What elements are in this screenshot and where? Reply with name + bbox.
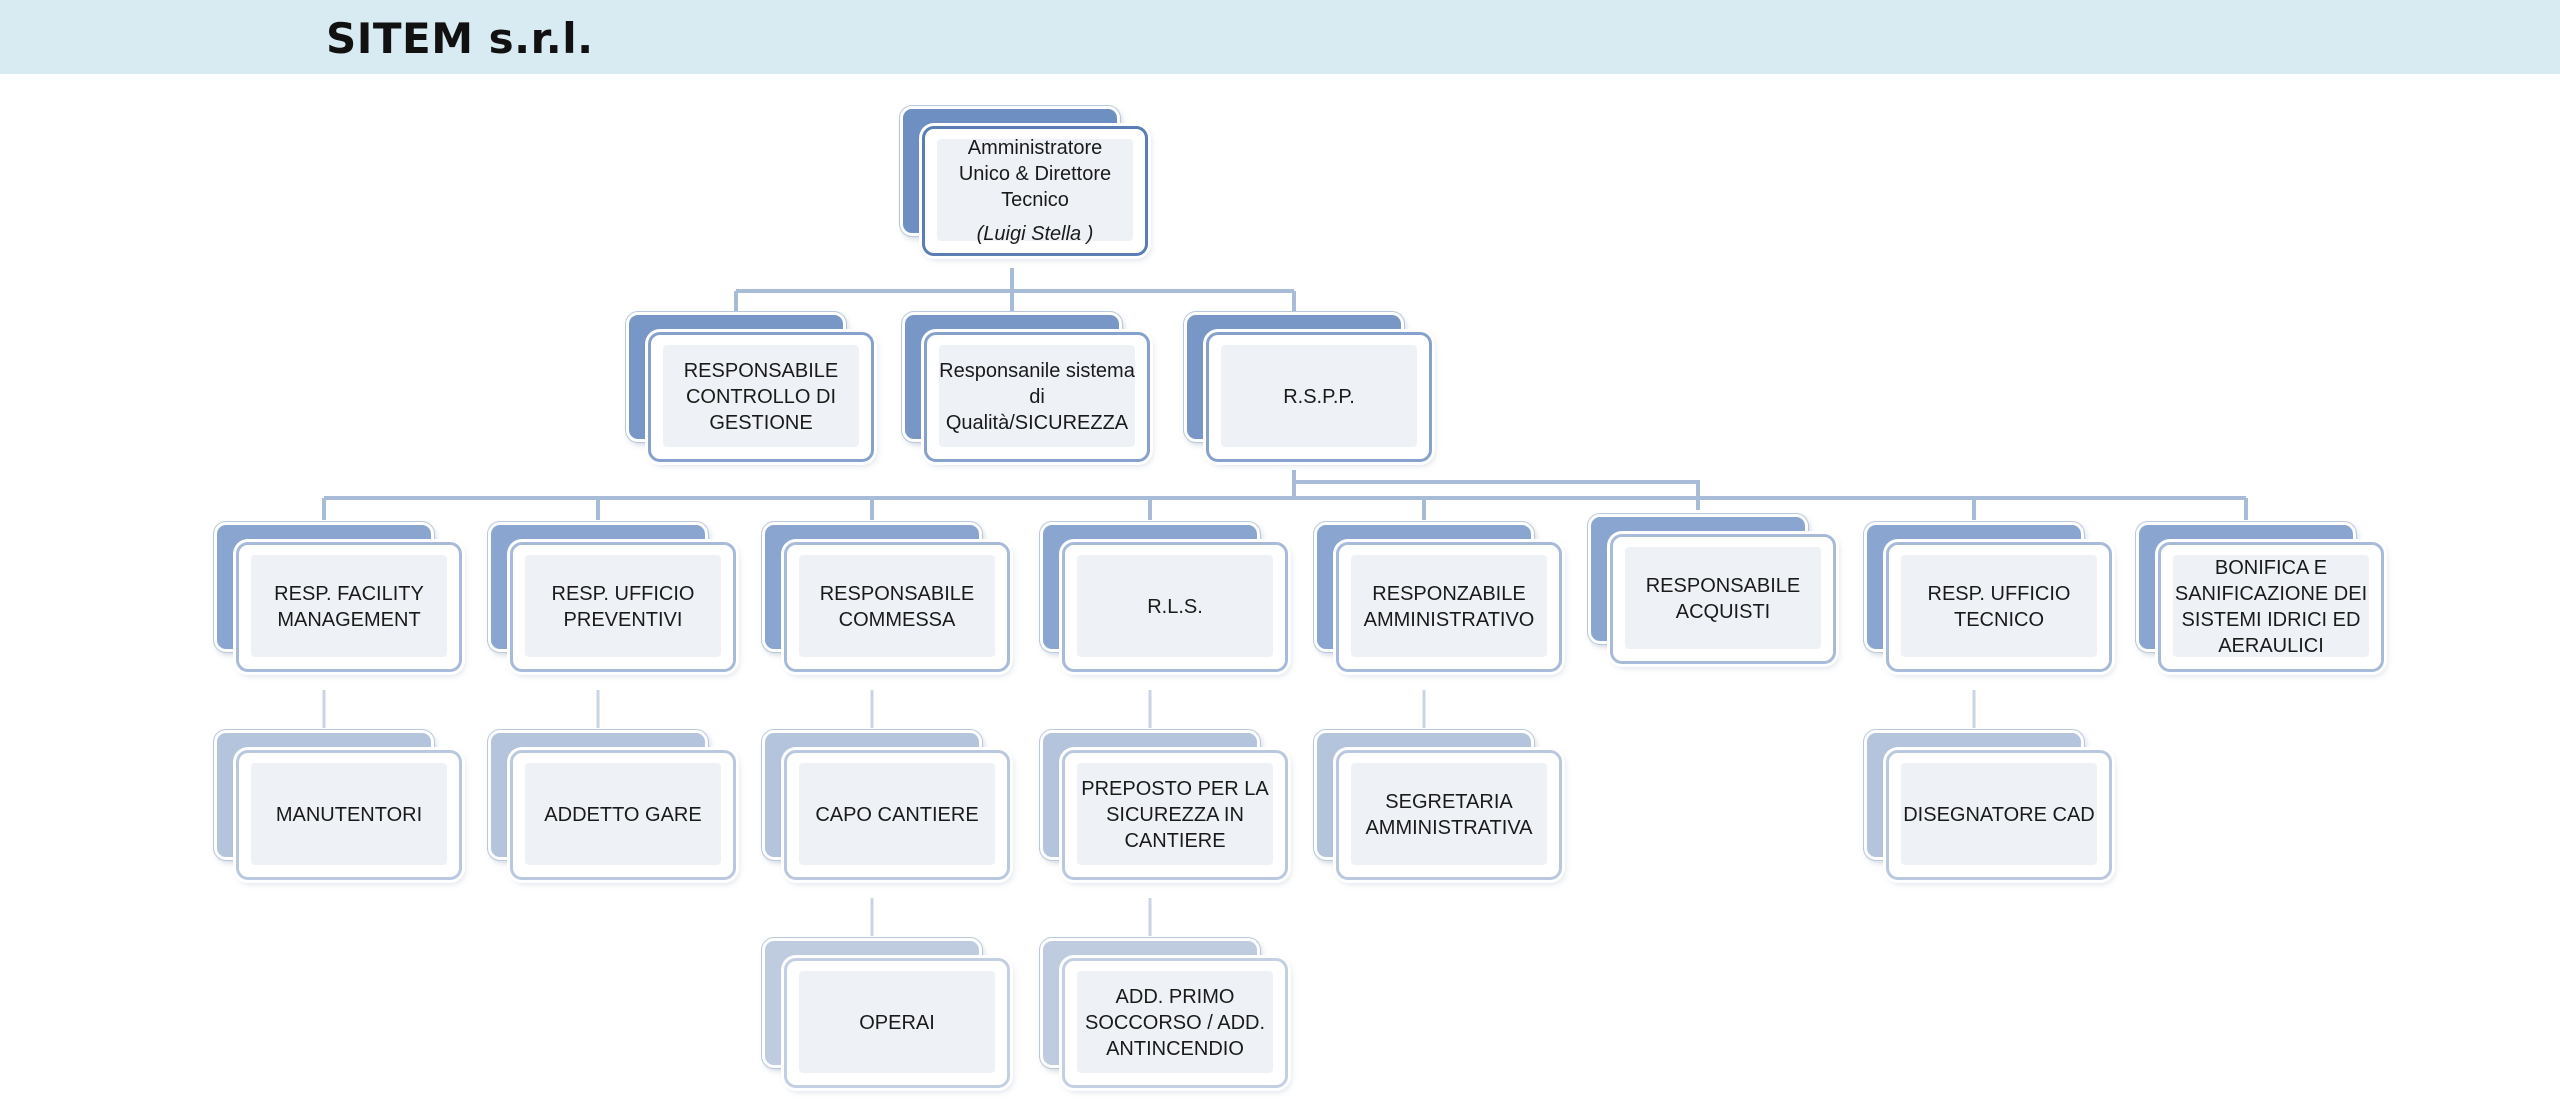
- header-band: [0, 0, 2560, 74]
- node-label: R.L.S.: [1147, 596, 1203, 618]
- org-node-operai[interactable]: OPERAI: [762, 938, 1010, 1088]
- node-label: RESP. UFFICIO TECNICO: [1927, 583, 2071, 631]
- node-label: SEGRETARIA AMMINISTRATIVA: [1365, 791, 1533, 839]
- node-label: BONIFICA E SANIFICAZIONE DEI SISTEMI IDR…: [2174, 557, 2368, 657]
- node-label: MANUTENTORI: [275, 804, 423, 826]
- node-card: ADDETTO GARE: [510, 750, 736, 880]
- org-node-manutentori[interactable]: MANUTENTORI: [214, 730, 462, 880]
- node-label: PREPOSTO PER LA SICUREZZA IN CANTIERE: [1081, 778, 1269, 852]
- org-node-rls[interactable]: R.L.S.: [1040, 522, 1288, 672]
- node-label: CAPO CANTIERE: [815, 804, 979, 826]
- org-node-root[interactable]: Amministratore Unico & Direttore Tecnico…: [900, 106, 1148, 256]
- node-label: OPERAI: [859, 1012, 935, 1034]
- org-node-primo-soccorso-antincendio[interactable]: ADD. PRIMO SOCCORSO / ADD. ANTINCENDIO: [1040, 938, 1288, 1088]
- node-card: ADD. PRIMO SOCCORSO / ADD. ANTINCENDIO: [1062, 958, 1288, 1088]
- node-label: RESPONSABILE COMMESSA: [819, 583, 975, 631]
- node-card: Responsanile sistema di Qualità/SICUREZZ…: [924, 332, 1150, 462]
- node-label: RESP. UFFICIO PREVENTIVI: [551, 583, 695, 631]
- node-card: RESP. FACILITY MANAGEMENT: [236, 542, 462, 672]
- node-label: Amministratore Unico & Direttore Tecnico: [958, 137, 1112, 211]
- node-card: PREPOSTO PER LA SICUREZZA IN CANTIERE: [1062, 750, 1288, 880]
- org-node-controllo-gestione[interactable]: RESPONSABILE CONTROLLO DI GESTIONE: [626, 312, 874, 462]
- node-label: DISEGNATORE CAD: [1903, 804, 2095, 826]
- node-card: SEGRETARIA AMMINISTRATIVA: [1336, 750, 1562, 880]
- node-card: RESPONSABILE ACQUISTI: [1610, 534, 1836, 664]
- org-node-segretaria-amministrativa[interactable]: SEGRETARIA AMMINISTRATIVA: [1314, 730, 1562, 880]
- node-card: RESPONSABILE CONTROLLO DI GESTIONE: [648, 332, 874, 462]
- org-node-disegnatore-cad[interactable]: DISEGNATORE CAD: [1864, 730, 2112, 880]
- node-label: RESP. FACILITY MANAGEMENT: [274, 583, 424, 631]
- node-card: DISEGNATORE CAD: [1886, 750, 2112, 880]
- node-label: R.S.P.P.: [1283, 386, 1355, 408]
- org-node-bonifica-sanificazione[interactable]: BONIFICA E SANIFICAZIONE DEI SISTEMI IDR…: [2136, 522, 2384, 672]
- node-card: RESPONZABILE AMMINISTRATIVO: [1336, 542, 1562, 672]
- node-card: CAPO CANTIERE: [784, 750, 1010, 880]
- node-label: ADDETTO GARE: [544, 804, 702, 826]
- node-card: R.L.S.: [1062, 542, 1288, 672]
- node-card: Amministratore Unico & Direttore Tecnico…: [922, 126, 1148, 256]
- node-card: OPERAI: [784, 958, 1010, 1088]
- node-card: RESP. UFFICIO PREVENTIVI: [510, 542, 736, 672]
- node-card: MANUTENTORI: [236, 750, 462, 880]
- org-node-addetto-gare[interactable]: ADDETTO GARE: [488, 730, 736, 880]
- company-title: SITEM s.r.l.: [326, 14, 594, 63]
- node-label: RESPONSABILE ACQUISTI: [1645, 575, 1801, 623]
- org-node-ufficio-tecnico[interactable]: RESP. UFFICIO TECNICO: [1864, 522, 2112, 672]
- org-node-preposto-sicurezza[interactable]: PREPOSTO PER LA SICUREZZA IN CANTIERE: [1040, 730, 1288, 880]
- org-node-responsabile-commessa[interactable]: RESPONSABILE COMMESSA: [762, 522, 1010, 672]
- org-node-rspp[interactable]: R.S.P.P.: [1184, 312, 1432, 462]
- org-node-acquisti[interactable]: RESPONSABILE ACQUISTI: [1588, 514, 1836, 664]
- org-node-amministrativo[interactable]: RESPONZABILE AMMINISTRATIVO: [1314, 522, 1562, 672]
- node-card: R.S.P.P.: [1206, 332, 1432, 462]
- org-node-ufficio-preventivi[interactable]: RESP. UFFICIO PREVENTIVI: [488, 522, 736, 672]
- node-card: RESP. UFFICIO TECNICO: [1886, 542, 2112, 672]
- node-sublabel: (Luigi Stella ): [976, 223, 1094, 245]
- node-label: Responsanile sistema di Qualità/SICUREZZ…: [939, 360, 1135, 434]
- org-node-qualita-sicurezza[interactable]: Responsanile sistema di Qualità/SICUREZZ…: [902, 312, 1150, 462]
- org-node-capo-cantiere[interactable]: CAPO CANTIERE: [762, 730, 1010, 880]
- node-label: RESPONSABILE CONTROLLO DI GESTIONE: [683, 360, 839, 434]
- node-label: ADD. PRIMO SOCCORSO / ADD. ANTINCENDIO: [1084, 986, 1266, 1060]
- node-card: RESPONSABILE COMMESSA: [784, 542, 1010, 672]
- node-card: BONIFICA E SANIFICAZIONE DEI SISTEMI IDR…: [2158, 542, 2384, 672]
- org-node-facility-management[interactable]: RESP. FACILITY MANAGEMENT: [214, 522, 462, 672]
- node-label: RESPONZABILE AMMINISTRATIVO: [1363, 583, 1535, 631]
